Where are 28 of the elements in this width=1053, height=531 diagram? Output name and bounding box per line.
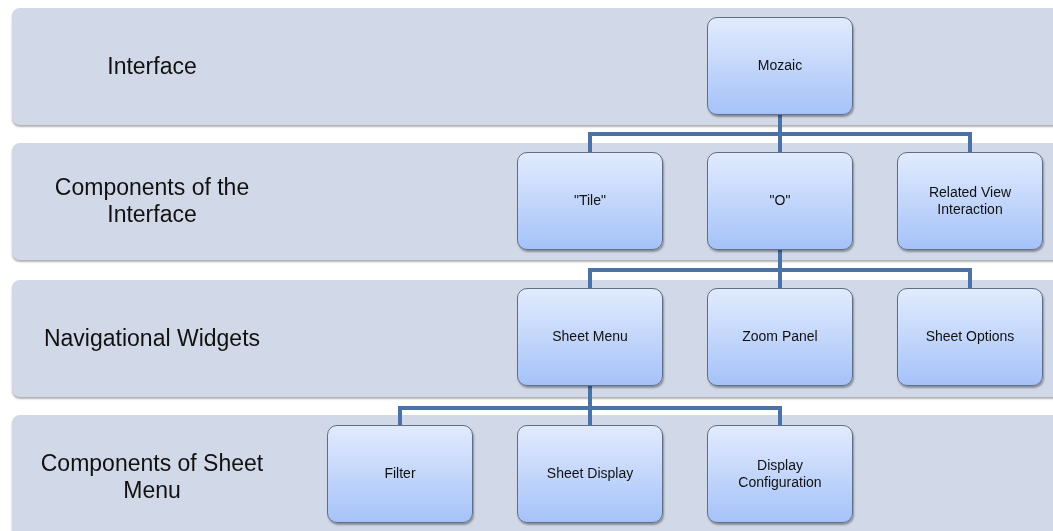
box-label: Display Configuration <box>737 456 823 492</box>
box-label: Sheet Menu <box>551 328 629 346</box>
box-label: Related View Interaction <box>927 183 1013 219</box>
layer-label: Components of the Interface <box>53 173 251 230</box>
box-label: Sheet Options <box>924 328 1016 346</box>
box-label: Zoom Panel <box>741 328 819 346</box>
process-box <box>707 288 853 386</box>
process-box <box>327 425 473 523</box>
process-box <box>707 152 853 250</box>
layer-band <box>12 8 1053 125</box>
process-box <box>517 288 663 386</box>
process-box <box>897 288 1043 386</box>
box-label: Sheet Display <box>545 465 635 483</box>
process-box <box>517 425 663 523</box>
process-box <box>897 152 1043 250</box>
process-box <box>517 152 663 250</box>
layer-band <box>12 280 1053 397</box>
process-box <box>707 425 853 523</box>
box-label: Mozaic <box>756 57 804 75</box>
layer-band <box>12 143 1053 260</box>
box-label: Filter <box>383 465 417 483</box>
box-label: "Tile" <box>573 192 607 210</box>
box-label: "O" <box>768 192 792 210</box>
process-box <box>707 17 853 115</box>
layer-label: Components of Sheet Menu <box>39 449 265 506</box>
layer-band <box>12 415 1053 531</box>
layer-label: Interface <box>106 52 198 81</box>
layer-label: Navigational Widgets <box>42 324 262 353</box>
